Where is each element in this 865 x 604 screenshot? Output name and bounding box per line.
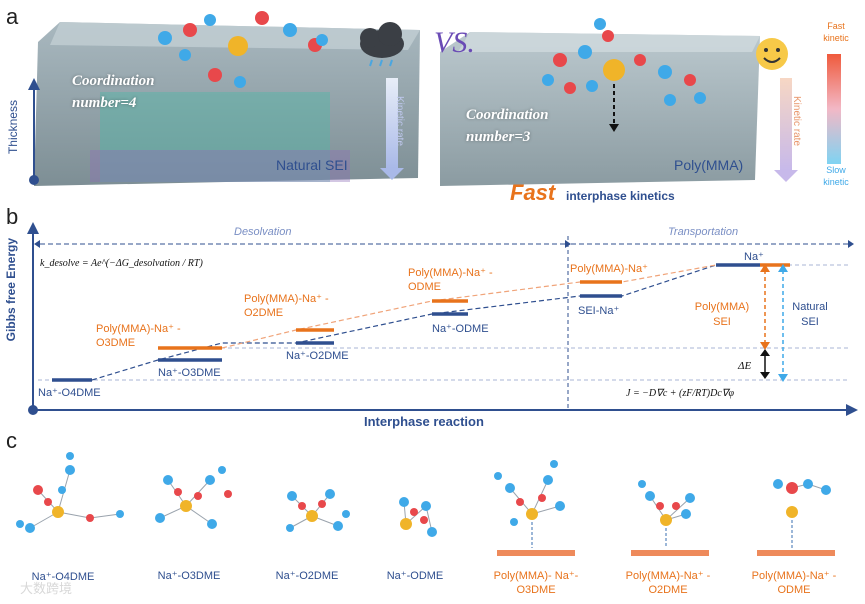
slow-kinetic-label: Slow kinetic bbox=[823, 165, 849, 187]
natural-sei-label: Natural SEI bbox=[792, 301, 828, 328]
smiley-icon bbox=[756, 38, 788, 70]
level-poly-o3dme: Poly(MMA)-Na⁺ -O3DME bbox=[96, 323, 181, 349]
j-formula: J = −D∇c + (zF/RT)Dc∇φ bbox=[626, 388, 735, 399]
k-formula: k_desolve = Ae^(−ΔG_desolvation / RT) bbox=[40, 258, 203, 269]
desolvation-label: Desolvation bbox=[234, 226, 292, 238]
level-na-o3dme: Na⁺-O3DME bbox=[158, 367, 221, 379]
level-na-o4dme: Na⁺-O4DME bbox=[38, 387, 101, 399]
level-na-odme: Na⁺-ODME bbox=[432, 323, 489, 335]
right-rate-label: Kinetic rate bbox=[791, 96, 802, 147]
level-na-o2dme: Na⁺-O2DME bbox=[286, 350, 349, 362]
transportation-label: Transportation bbox=[668, 226, 739, 238]
panel-a-illustration bbox=[28, 11, 841, 186]
x-axis-label: Interphase reaction bbox=[364, 414, 484, 429]
fast-label: Fast bbox=[510, 180, 556, 205]
panel-b-label: b bbox=[6, 204, 19, 229]
level-na-top: Na⁺ bbox=[744, 251, 764, 263]
watermark-text: 大数跨境 bbox=[20, 581, 73, 596]
molecule-label-2: Na⁺-O3DME bbox=[157, 570, 221, 582]
y-axis-label: Gibbs free Energy bbox=[4, 238, 18, 342]
molecule-label-1: Na⁺-O4DME bbox=[31, 571, 95, 583]
poly-sei-label: Poly(MMA) SEI bbox=[694, 301, 750, 328]
molecule-label-6: Poly(MMA)-Na⁺ -O2DME bbox=[625, 570, 711, 596]
panel-a-label: a bbox=[6, 4, 19, 29]
level-sei-na: SEI-Na⁺ bbox=[578, 305, 620, 317]
molecule-structures bbox=[16, 452, 835, 556]
fast-kinetic-label: Fast kinetic bbox=[823, 21, 849, 43]
left-rate-label: Kinetic rate bbox=[394, 96, 405, 147]
thickness-label: Thickness bbox=[6, 100, 20, 155]
interphase-kinetics-label: interphase kinetics bbox=[566, 189, 675, 203]
vs-text: VS. bbox=[434, 26, 475, 59]
left-sei-label: Natural SEI bbox=[276, 157, 348, 173]
right-coordination-text: Coordination number=3 bbox=[466, 107, 549, 145]
left-coordination-text: Coordination number=4 bbox=[72, 73, 155, 111]
molecule-label-3: Na⁺-O2DME bbox=[275, 570, 339, 582]
molecule-label-4: Na⁺-ODME bbox=[386, 570, 444, 582]
molecule-label-5: Poly(MMA)- Na⁺-O3DME bbox=[493, 570, 579, 596]
sad-cloud-icon bbox=[360, 22, 404, 67]
level-poly-na: Poly(MMA)-Na⁺ bbox=[570, 263, 648, 275]
energy-diagram bbox=[27, 222, 858, 416]
panel-c-label: c bbox=[6, 428, 17, 453]
molecule-label-7: Poly(MMA)-Na⁺ -ODME bbox=[751, 570, 837, 596]
level-poly-odme: Poly(MMA)-Na⁺ -ODME bbox=[408, 267, 493, 293]
right-sei-label: Poly(MMA) bbox=[674, 157, 744, 173]
delta-e-label: ΔE bbox=[738, 360, 752, 372]
level-poly-o2dme: Poly(MMA)-Na⁺ -O2DME bbox=[244, 293, 329, 319]
